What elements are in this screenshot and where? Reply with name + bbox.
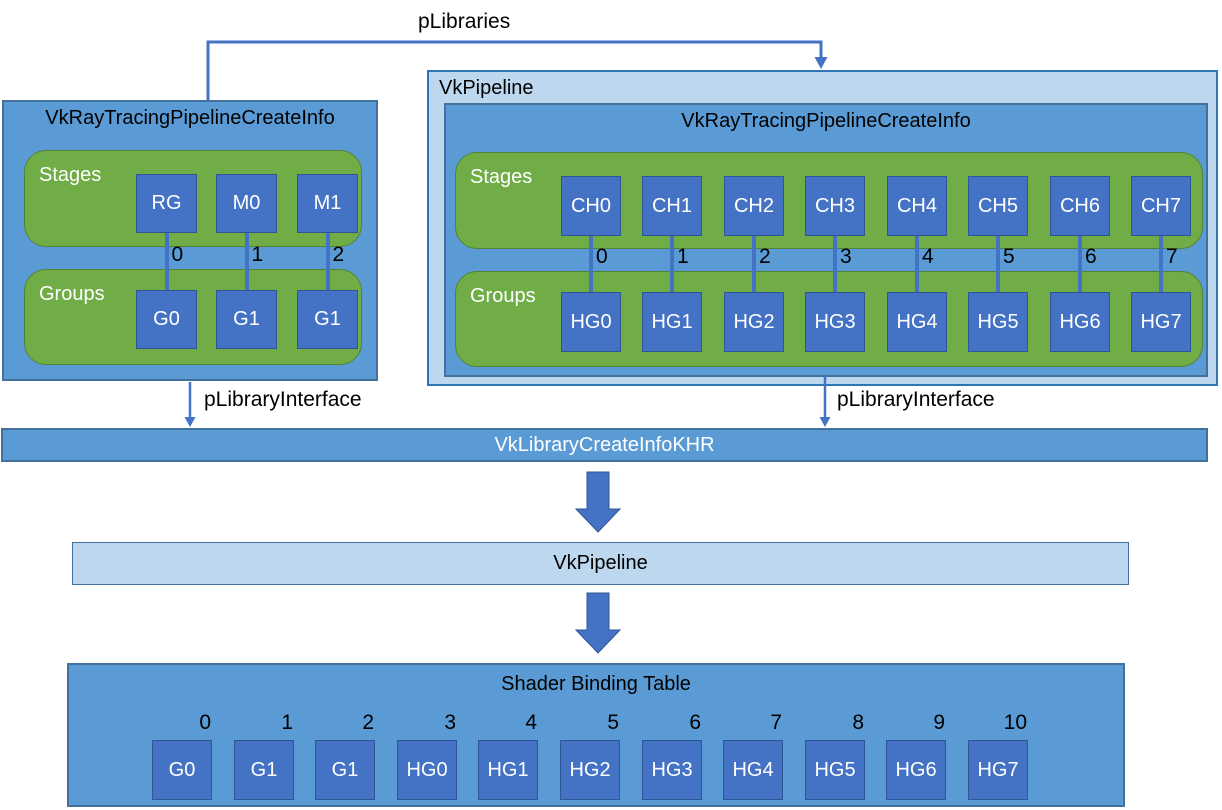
stage-group-connector-line bbox=[325, 232, 330, 290]
group-square: HG4 bbox=[887, 292, 947, 352]
right-groups-label: Groups bbox=[470, 285, 536, 307]
stage-group-index: 3 bbox=[840, 245, 852, 268]
sbt-index: 4 bbox=[525, 711, 537, 734]
stage-group-connector-line bbox=[833, 235, 837, 292]
sbt-cell: HG0 bbox=[397, 740, 457, 800]
vklibrarycreateinfokhr-bar: VkLibraryCreateInfoKHR bbox=[1, 428, 1208, 462]
sbt-index: 9 bbox=[933, 711, 945, 734]
stage-group-index: 1 bbox=[251, 243, 264, 266]
sbt-index: 1 bbox=[281, 711, 293, 734]
group-square: HG5 bbox=[968, 292, 1028, 352]
vkpipeline-result-bar: VkPipeline bbox=[72, 542, 1129, 585]
stage-group-connector-line bbox=[244, 232, 249, 290]
right-raytracing-createinfo-box: VkRayTracingPipelineCreateInfo Stages Gr… bbox=[444, 103, 1208, 377]
stage-square: CH5 bbox=[968, 176, 1028, 236]
stage-group-connector-line bbox=[996, 235, 1000, 292]
sbt-index: 8 bbox=[852, 711, 864, 734]
plibraries-label: pLibraries bbox=[418, 10, 511, 33]
stage-group-index: 1 bbox=[677, 245, 689, 268]
sbt-cell: G0 bbox=[152, 740, 212, 800]
sbt-index: 10 bbox=[1003, 711, 1027, 734]
sbt-index: 7 bbox=[770, 711, 782, 734]
stage-square: CH7 bbox=[1131, 176, 1191, 236]
sbt-cell: HG6 bbox=[886, 740, 946, 800]
down-block-arrow-1 bbox=[574, 471, 622, 533]
stage-square: CH3 bbox=[805, 176, 865, 236]
group-square: HG2 bbox=[724, 292, 784, 352]
sbt-index: 0 bbox=[199, 711, 211, 734]
sbt-cell: HG4 bbox=[723, 740, 783, 800]
stage-group-connector-line bbox=[915, 235, 919, 292]
vkpipeline-library-box: VkPipeline VkRayTracingPipelineCreateInf… bbox=[427, 70, 1218, 386]
stage-group-index: 7 bbox=[1166, 245, 1178, 268]
group-square: G0 bbox=[136, 290, 197, 349]
sbt-cell: HG7 bbox=[968, 740, 1028, 800]
group-square: HG7 bbox=[1131, 292, 1191, 352]
right-stages-label: Stages bbox=[470, 166, 533, 188]
group-square: HG3 bbox=[805, 292, 865, 352]
stage-square: M1 bbox=[297, 174, 358, 233]
stage-square: CH4 bbox=[887, 176, 947, 236]
stage-group-index: 0 bbox=[171, 243, 184, 266]
stage-square: RG bbox=[136, 174, 197, 233]
group-square: HG6 bbox=[1050, 292, 1110, 352]
stage-group-connector-line bbox=[1078, 235, 1082, 292]
sbt-cell: G1 bbox=[234, 740, 294, 800]
plibrary-interface-left-arrow bbox=[184, 382, 196, 427]
group-square: HG1 bbox=[642, 292, 702, 352]
sbt-cell: HG3 bbox=[642, 740, 702, 800]
group-square: G1 bbox=[297, 290, 358, 349]
right-box-title: VkRayTracingPipelineCreateInfo bbox=[681, 110, 971, 132]
down-block-arrow-2 bbox=[574, 592, 622, 654]
stage-square: M0 bbox=[216, 174, 277, 233]
stage-group-index: 2 bbox=[759, 245, 771, 268]
left-groups-label: Groups bbox=[39, 283, 105, 305]
sbt-index: 6 bbox=[689, 711, 701, 734]
stage-group-index: 0 bbox=[596, 245, 608, 268]
stage-square: CH1 bbox=[642, 176, 702, 236]
stage-square: CH6 bbox=[1050, 176, 1110, 236]
sbt-cell: HG2 bbox=[560, 740, 620, 800]
stage-square: CH0 bbox=[561, 176, 621, 236]
vkpipeline-box-label: VkPipeline bbox=[439, 77, 534, 99]
sbt-index: 3 bbox=[444, 711, 456, 734]
sbt-cell: G1 bbox=[315, 740, 375, 800]
stage-group-connector-line bbox=[164, 232, 169, 290]
left-stages-label: Stages bbox=[39, 164, 102, 186]
sbt-cell: HG1 bbox=[478, 740, 538, 800]
sbt-index: 5 bbox=[607, 711, 619, 734]
plibrary-interface-left-label: pLibraryInterface bbox=[204, 388, 362, 411]
stage-group-index: 6 bbox=[1085, 245, 1097, 268]
vklibrarycreateinfokhr-label: VkLibraryCreateInfoKHR bbox=[494, 433, 715, 456]
stage-group-connector-line bbox=[589, 235, 593, 292]
sbt-cell: HG5 bbox=[805, 740, 865, 800]
left-box-title: VkRayTracingPipelineCreateInfo bbox=[45, 107, 335, 129]
stage-group-connector-line bbox=[1159, 235, 1163, 292]
vkpipeline-result-label: VkPipeline bbox=[553, 552, 648, 574]
left-raytracing-createinfo-box: VkRayTracingPipelineCreateInfo Stages Gr… bbox=[2, 100, 378, 381]
stage-group-index: 4 bbox=[922, 245, 934, 268]
stage-group-connector-line bbox=[752, 235, 756, 292]
stage-group-connector-line bbox=[670, 235, 674, 292]
stage-group-index: 5 bbox=[1003, 245, 1015, 268]
stage-square: CH2 bbox=[724, 176, 784, 236]
sbt-index: 2 bbox=[362, 711, 374, 734]
plibrary-interface-right-label: pLibraryInterface bbox=[837, 388, 995, 411]
shader-binding-table-title: Shader Binding Table bbox=[501, 673, 691, 695]
stage-group-index: 2 bbox=[332, 243, 345, 266]
group-square: HG0 bbox=[561, 292, 621, 352]
group-square: G1 bbox=[216, 290, 277, 349]
